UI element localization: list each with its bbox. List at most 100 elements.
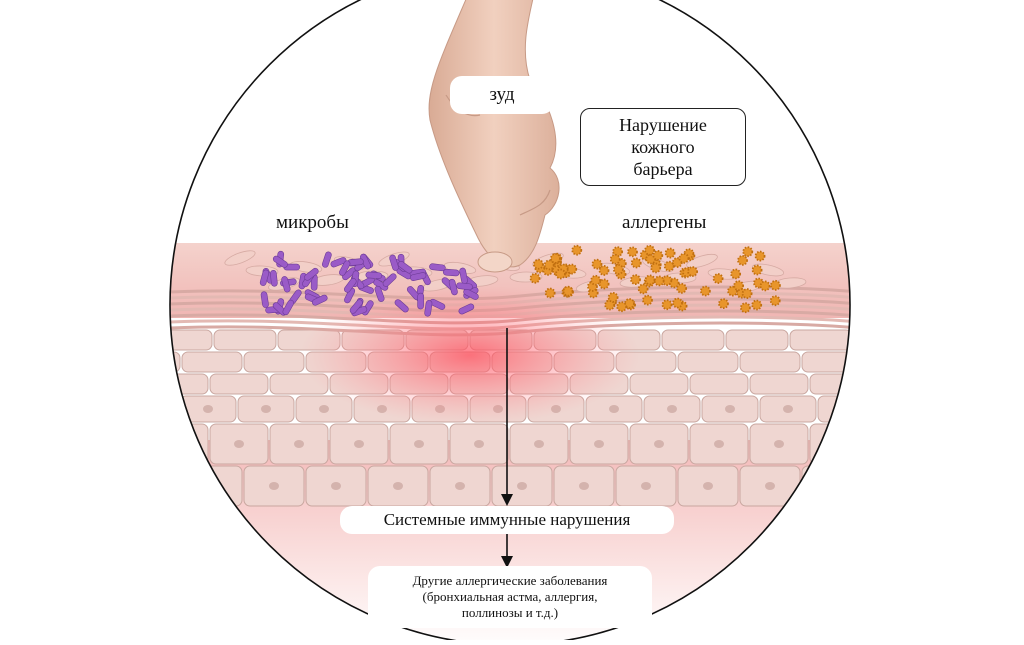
allergen	[566, 263, 578, 275]
allergen	[770, 279, 781, 291]
inflammation-glow	[300, 285, 640, 425]
cell-nucleus	[294, 440, 304, 448]
cell	[854, 330, 916, 350]
allergen	[741, 288, 753, 299]
cell	[181, 351, 243, 373]
allergen	[699, 285, 711, 297]
allergen	[751, 299, 763, 311]
allergen	[613, 264, 624, 275]
microbe	[456, 282, 473, 291]
cell-nucleus	[725, 405, 735, 413]
microbe	[270, 270, 278, 287]
cell	[181, 465, 243, 507]
microbe	[259, 269, 270, 286]
systemic-disorders-box: Системные иммунные нарушения	[340, 506, 674, 534]
cell-nucleus	[393, 482, 403, 490]
cell	[677, 351, 739, 373]
allergen	[591, 258, 603, 270]
microbe	[394, 299, 409, 313]
allergen	[562, 285, 574, 297]
microbe	[282, 299, 294, 316]
cell-nucleus	[203, 405, 213, 413]
cell	[725, 329, 789, 351]
allergen	[607, 291, 619, 303]
microbe	[382, 273, 397, 287]
microbe	[409, 272, 427, 281]
allergen	[637, 283, 649, 295]
cell-nucleus	[579, 482, 589, 490]
scratching-finger	[428, 0, 560, 273]
cell-nucleus	[474, 440, 484, 448]
allergen	[751, 264, 763, 276]
allergen	[609, 253, 621, 265]
allergen	[730, 268, 742, 280]
microbe	[417, 292, 424, 310]
allergen	[604, 299, 616, 311]
cell	[209, 373, 269, 395]
microbe	[365, 271, 383, 279]
other-diseases-box: Другие аллергические заболевания (бронхи…	[368, 566, 652, 628]
microbe	[272, 255, 288, 268]
allergen	[630, 274, 641, 285]
cell-nucleus	[667, 405, 677, 413]
cell-nucleus	[774, 440, 784, 448]
cell-nucleus	[534, 440, 544, 448]
cell	[789, 329, 850, 351]
allergen	[650, 262, 662, 274]
allergen	[661, 275, 673, 286]
allergen	[624, 298, 635, 309]
cell	[170, 329, 213, 351]
allergen	[627, 246, 638, 258]
cell-nucleus	[783, 405, 793, 413]
cell	[170, 465, 181, 507]
allergen	[687, 266, 699, 277]
cell-nucleus	[714, 440, 724, 448]
cell	[243, 351, 305, 373]
allergen	[644, 244, 656, 256]
allergen	[678, 252, 690, 264]
microbe	[260, 291, 269, 308]
cell	[801, 351, 850, 373]
itch-label: зуд	[489, 84, 515, 105]
allergen	[642, 294, 653, 306]
itch-label-box: зуд	[450, 76, 554, 114]
microbe	[374, 285, 385, 302]
barrier-line-1: Нарушение	[619, 115, 707, 135]
allergen	[653, 275, 665, 287]
allergen	[529, 272, 541, 284]
microbe	[429, 263, 446, 272]
microbe	[448, 278, 458, 296]
microbe	[389, 254, 399, 271]
allergen	[661, 299, 673, 311]
cell	[213, 329, 277, 351]
other-line-3: поллинозы и т.д.)	[461, 605, 559, 620]
cell-nucleus	[319, 405, 329, 413]
barrier-disruption-box: Нарушение кожного барьера	[580, 108, 746, 186]
cell-nucleus	[269, 482, 279, 490]
cell-nucleus	[517, 482, 527, 490]
microbe	[349, 299, 363, 314]
allergen	[598, 278, 610, 290]
cell-nucleus	[654, 440, 664, 448]
allergen	[759, 280, 771, 292]
cell	[749, 373, 809, 395]
cell-nucleus	[145, 405, 155, 413]
cell-nucleus	[834, 440, 844, 448]
allergen	[532, 258, 544, 270]
allergen	[740, 302, 751, 314]
allergen	[652, 249, 664, 261]
microbe	[321, 251, 332, 268]
microbe	[344, 287, 356, 304]
cell	[817, 395, 850, 423]
cell	[170, 351, 181, 373]
allergen	[571, 244, 583, 256]
cell	[864, 352, 924, 372]
cell-nucleus	[841, 405, 850, 413]
microbe-cluster	[259, 250, 479, 317]
systemic-label: Системные иммунные нарушения	[383, 510, 631, 529]
microbe	[339, 260, 351, 276]
microbe	[397, 261, 413, 274]
allergen-cluster	[529, 244, 781, 314]
allergen	[754, 250, 766, 262]
